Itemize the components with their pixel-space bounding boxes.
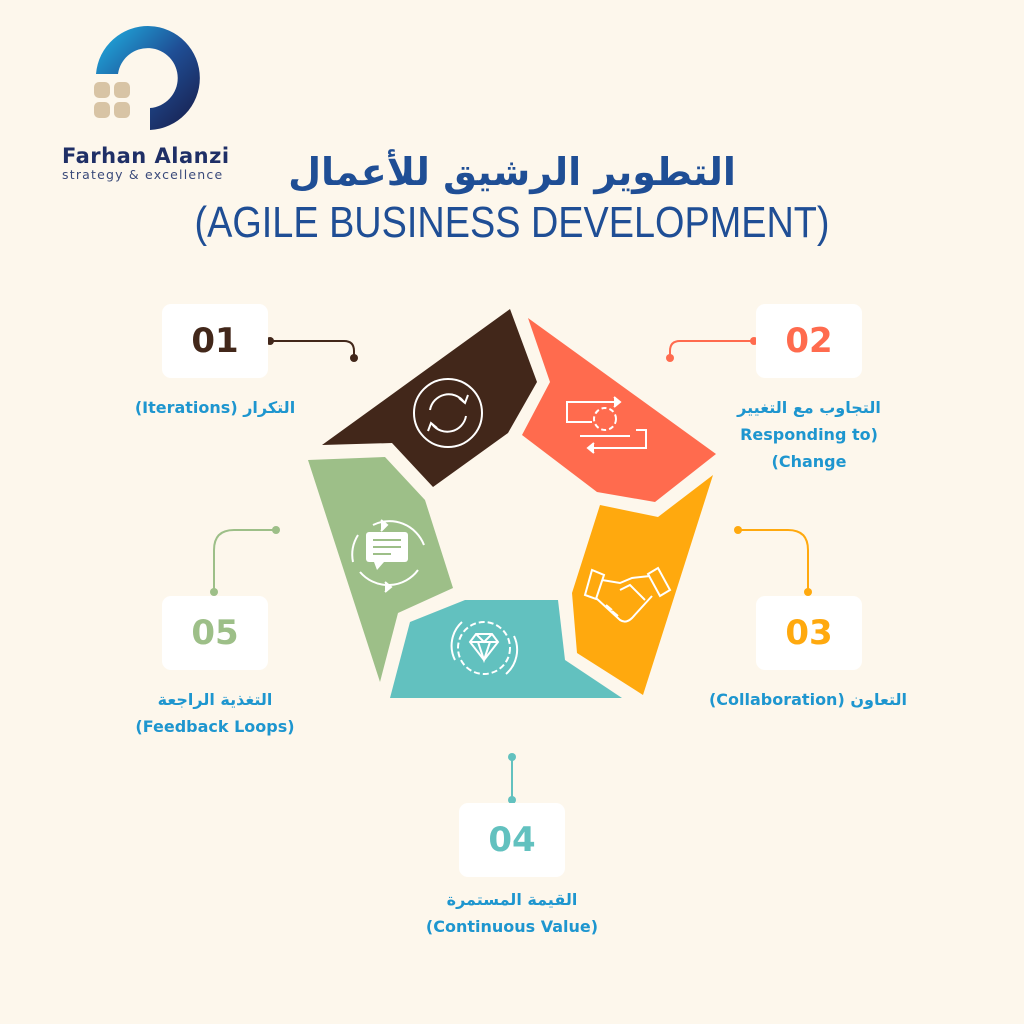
segment-feedback [308,457,453,682]
step-05-label: التغذية الراجعة (Feedback Loops) [85,686,345,740]
step-05-label-line: (Feedback Loops) [135,717,295,736]
step-04-label: القيمة المستمرة (Continuous Value) [382,886,642,940]
refresh-icon [413,378,483,448]
step-01-label-line: التكرار (Iterations) [134,398,296,417]
step-02-label-line: التجاوب مع التغيير [737,398,881,417]
segment-responding [522,318,716,502]
feedback-chat-icon [351,519,425,593]
step-04-label-line: القيمة المستمرة [446,890,578,909]
step-04-label-line: (Continuous Value) [425,917,599,936]
step-05-label-line: التغذية الراجعة [157,690,273,709]
segment-continuous-value [390,600,622,698]
step-01-label: التكرار (Iterations) [85,394,345,421]
step-02-label: التجاوب مع التغيير Responding to) (Chang… [679,394,939,475]
step-03-label: التعاون (Collaboration) [678,686,938,713]
step-05-number: 05 [162,596,268,670]
step-02-number: 02 [756,304,862,378]
brand-tagline: strategy & excellence [62,167,224,182]
segment-iterations [322,309,537,487]
brand-name: Farhan Alanzi [62,144,230,168]
brand-logo [94,26,200,130]
diamond-gear-icon [450,621,519,675]
swap-cycle-icon [566,396,647,454]
step-02-label-line: (Change [771,452,847,471]
step-02-label-line: Responding to) [740,425,878,444]
connector-01 [266,337,358,362]
connector-05 [210,526,280,596]
step-01-number: 01 [162,304,268,378]
step-04-number: 04 [459,803,565,877]
segment-collaboration [572,475,713,695]
connector-02 [666,337,758,362]
step-03-label-line: التعاون (Collaboration) [708,690,907,709]
title-arabic: التطوير الرشيق للأعمال [288,150,736,194]
title-english: (AGILE BUSINESS DEVELOPMENT) [194,198,830,247]
connector-03 [734,526,812,596]
handshake-icon [583,566,672,623]
step-03-number: 03 [756,596,862,670]
connector-04 [508,753,516,804]
